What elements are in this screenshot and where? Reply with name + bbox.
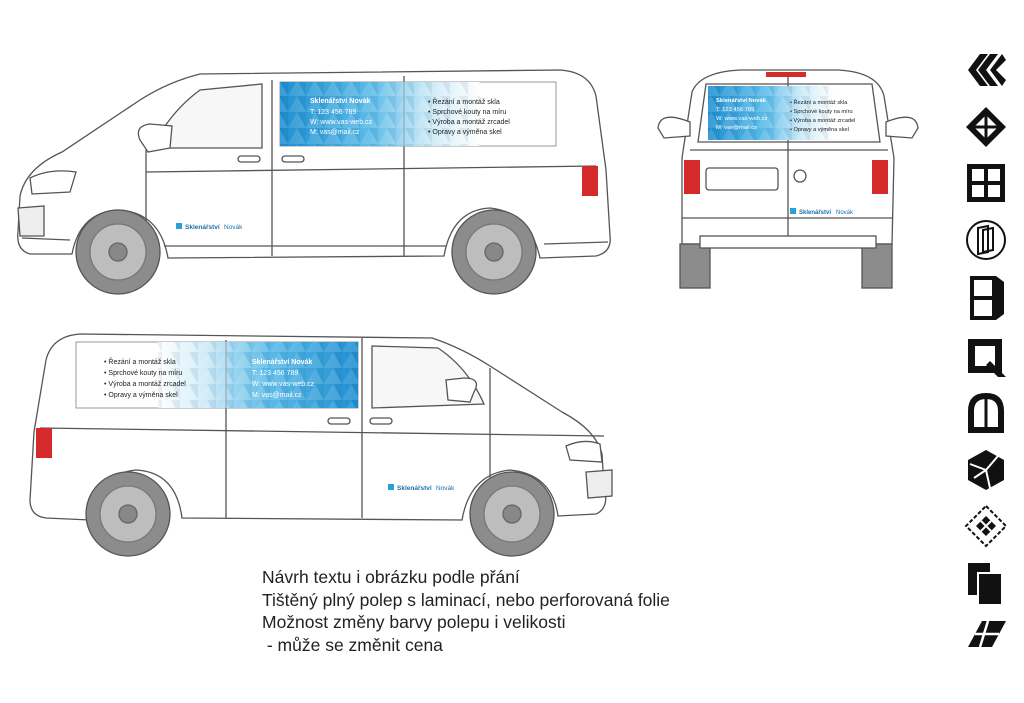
svg-text:• Výroba a montáž zrcadel: • Výroba a montáž zrcadel	[790, 118, 855, 124]
services-list-rear: • Řezání a montáž skla • Sprchové kouty …	[790, 98, 855, 133]
svg-text:• Výroba a montáž zrcadel: • Výroba a montáž zrcadel	[104, 381, 186, 388]
logo-rear: Sklenářství Novák	[790, 208, 854, 216]
icon-column	[958, 48, 1014, 662]
svg-text:• Opravy a výměna skel: • Opravy a výměna skel	[104, 392, 178, 399]
caption-line: Tištěný plný polep s laminací, nebo perf…	[262, 589, 670, 610]
svg-text:Novák: Novák	[224, 224, 243, 231]
svg-text:• Řezání a montáž skla: • Řezání a montáž skla	[428, 97, 500, 106]
arched-window-icon	[968, 393, 1004, 433]
interlocking-glass-panes-icon	[968, 54, 1006, 86]
svg-text:Sklenářství: Sklenářství	[397, 485, 432, 492]
contact-block-left: Sklenářství Novák T: 123 456 789 W: www.…	[310, 98, 373, 136]
glass-sheet-circle-icon	[966, 219, 1006, 260]
svg-text:• Sprchové kouty na míru: • Sprchové kouty na míru	[104, 370, 182, 377]
caption-line: - může se změnit cena	[262, 634, 443, 655]
svg-text:Sklenářství Novák: Sklenářství Novák	[252, 359, 312, 366]
diamond-window-icon	[966, 106, 1006, 147]
caption-block: Návrh textu i obrázku podle přání Tištěn…	[262, 566, 822, 656]
svg-text:T: 123 456 789: T: 123 456 789	[716, 107, 754, 113]
services-list-right: • Řezání a montáž skla • Sprchové kouty …	[104, 357, 186, 399]
svg-text:W: www.vas-web.cz: W: www.vas-web.cz	[716, 116, 768, 122]
logo-left: Sklenářství Novák	[176, 223, 243, 231]
svg-text:W: www.vas-web.cz: W: www.vas-web.cz	[252, 381, 315, 388]
parallelogram-grid-icon	[968, 620, 1006, 648]
svg-text:• Řezání a montáž skla: • Řezání a montáž skla	[790, 98, 848, 106]
svg-text:W: www.vas-web.cz: W: www.vas-web.cz	[310, 119, 373, 126]
svg-text:T: 123 456 789: T: 123 456 789	[310, 109, 356, 116]
caption-line: Návrh textu i obrázku podle přání	[262, 567, 520, 587]
layered-panes-icon	[968, 562, 1003, 606]
contact-block-rear: Sklenářství Novák T: 123 456 789 W: www.…	[716, 98, 768, 131]
wrap-panel-left	[279, 81, 557, 147]
diamond-mosaic-icon	[964, 504, 1008, 548]
wrap-panel-rear	[708, 86, 834, 140]
logo-right: Sklenářství Novák	[388, 484, 455, 492]
svg-text:• Sprchové kouty na míru: • Sprchové kouty na míru	[790, 109, 853, 115]
contact-block-right: Sklenářství Novák T: 123 456 789 W: www.…	[252, 359, 315, 399]
wrap-panel-right	[75, 341, 359, 409]
services-list-left: • Řezání a montáž skla • Sprchové kouty …	[428, 97, 510, 136]
broken-glass-hexagon-icon	[968, 449, 1004, 490]
company-name: Sklenářství Novák	[310, 98, 370, 105]
caption-line: Možnost změny barvy polepu i velikosti	[262, 612, 566, 632]
svg-text:• Opravy a výměna skel: • Opravy a výměna skel	[790, 127, 849, 133]
svg-text:M: vas@mail.cz: M: vas@mail.cz	[252, 392, 302, 399]
q-frame-icon	[968, 338, 1006, 377]
svg-text:Sklenářství: Sklenářství	[185, 224, 220, 231]
svg-text:T: 123 456 789: T: 123 456 789	[252, 370, 298, 377]
svg-text:• Sprchové kouty na míru: • Sprchové kouty na míru	[428, 109, 506, 116]
glass-door-icon	[970, 276, 1004, 320]
svg-text:M: vas@mail.cz: M: vas@mail.cz	[716, 125, 757, 131]
svg-text:Sklenářství: Sklenářství	[799, 210, 831, 216]
window-frame-icon	[967, 164, 1005, 202]
svg-text:• Řezání a montáž skla: • Řezání a montáž skla	[104, 357, 176, 366]
svg-text:Sklenářství Novák: Sklenářství Novák	[716, 98, 767, 104]
svg-text:Novák: Novák	[836, 210, 854, 216]
svg-text:M: vas@mail.cz: M: vas@mail.cz	[310, 129, 360, 136]
svg-text:• Opravy a výměna skel: • Opravy a výměna skel	[428, 129, 502, 136]
svg-text:• Výroba a montáž zrcadel: • Výroba a montáž zrcadel	[428, 119, 510, 126]
svg-text:Novák: Novák	[436, 485, 455, 492]
